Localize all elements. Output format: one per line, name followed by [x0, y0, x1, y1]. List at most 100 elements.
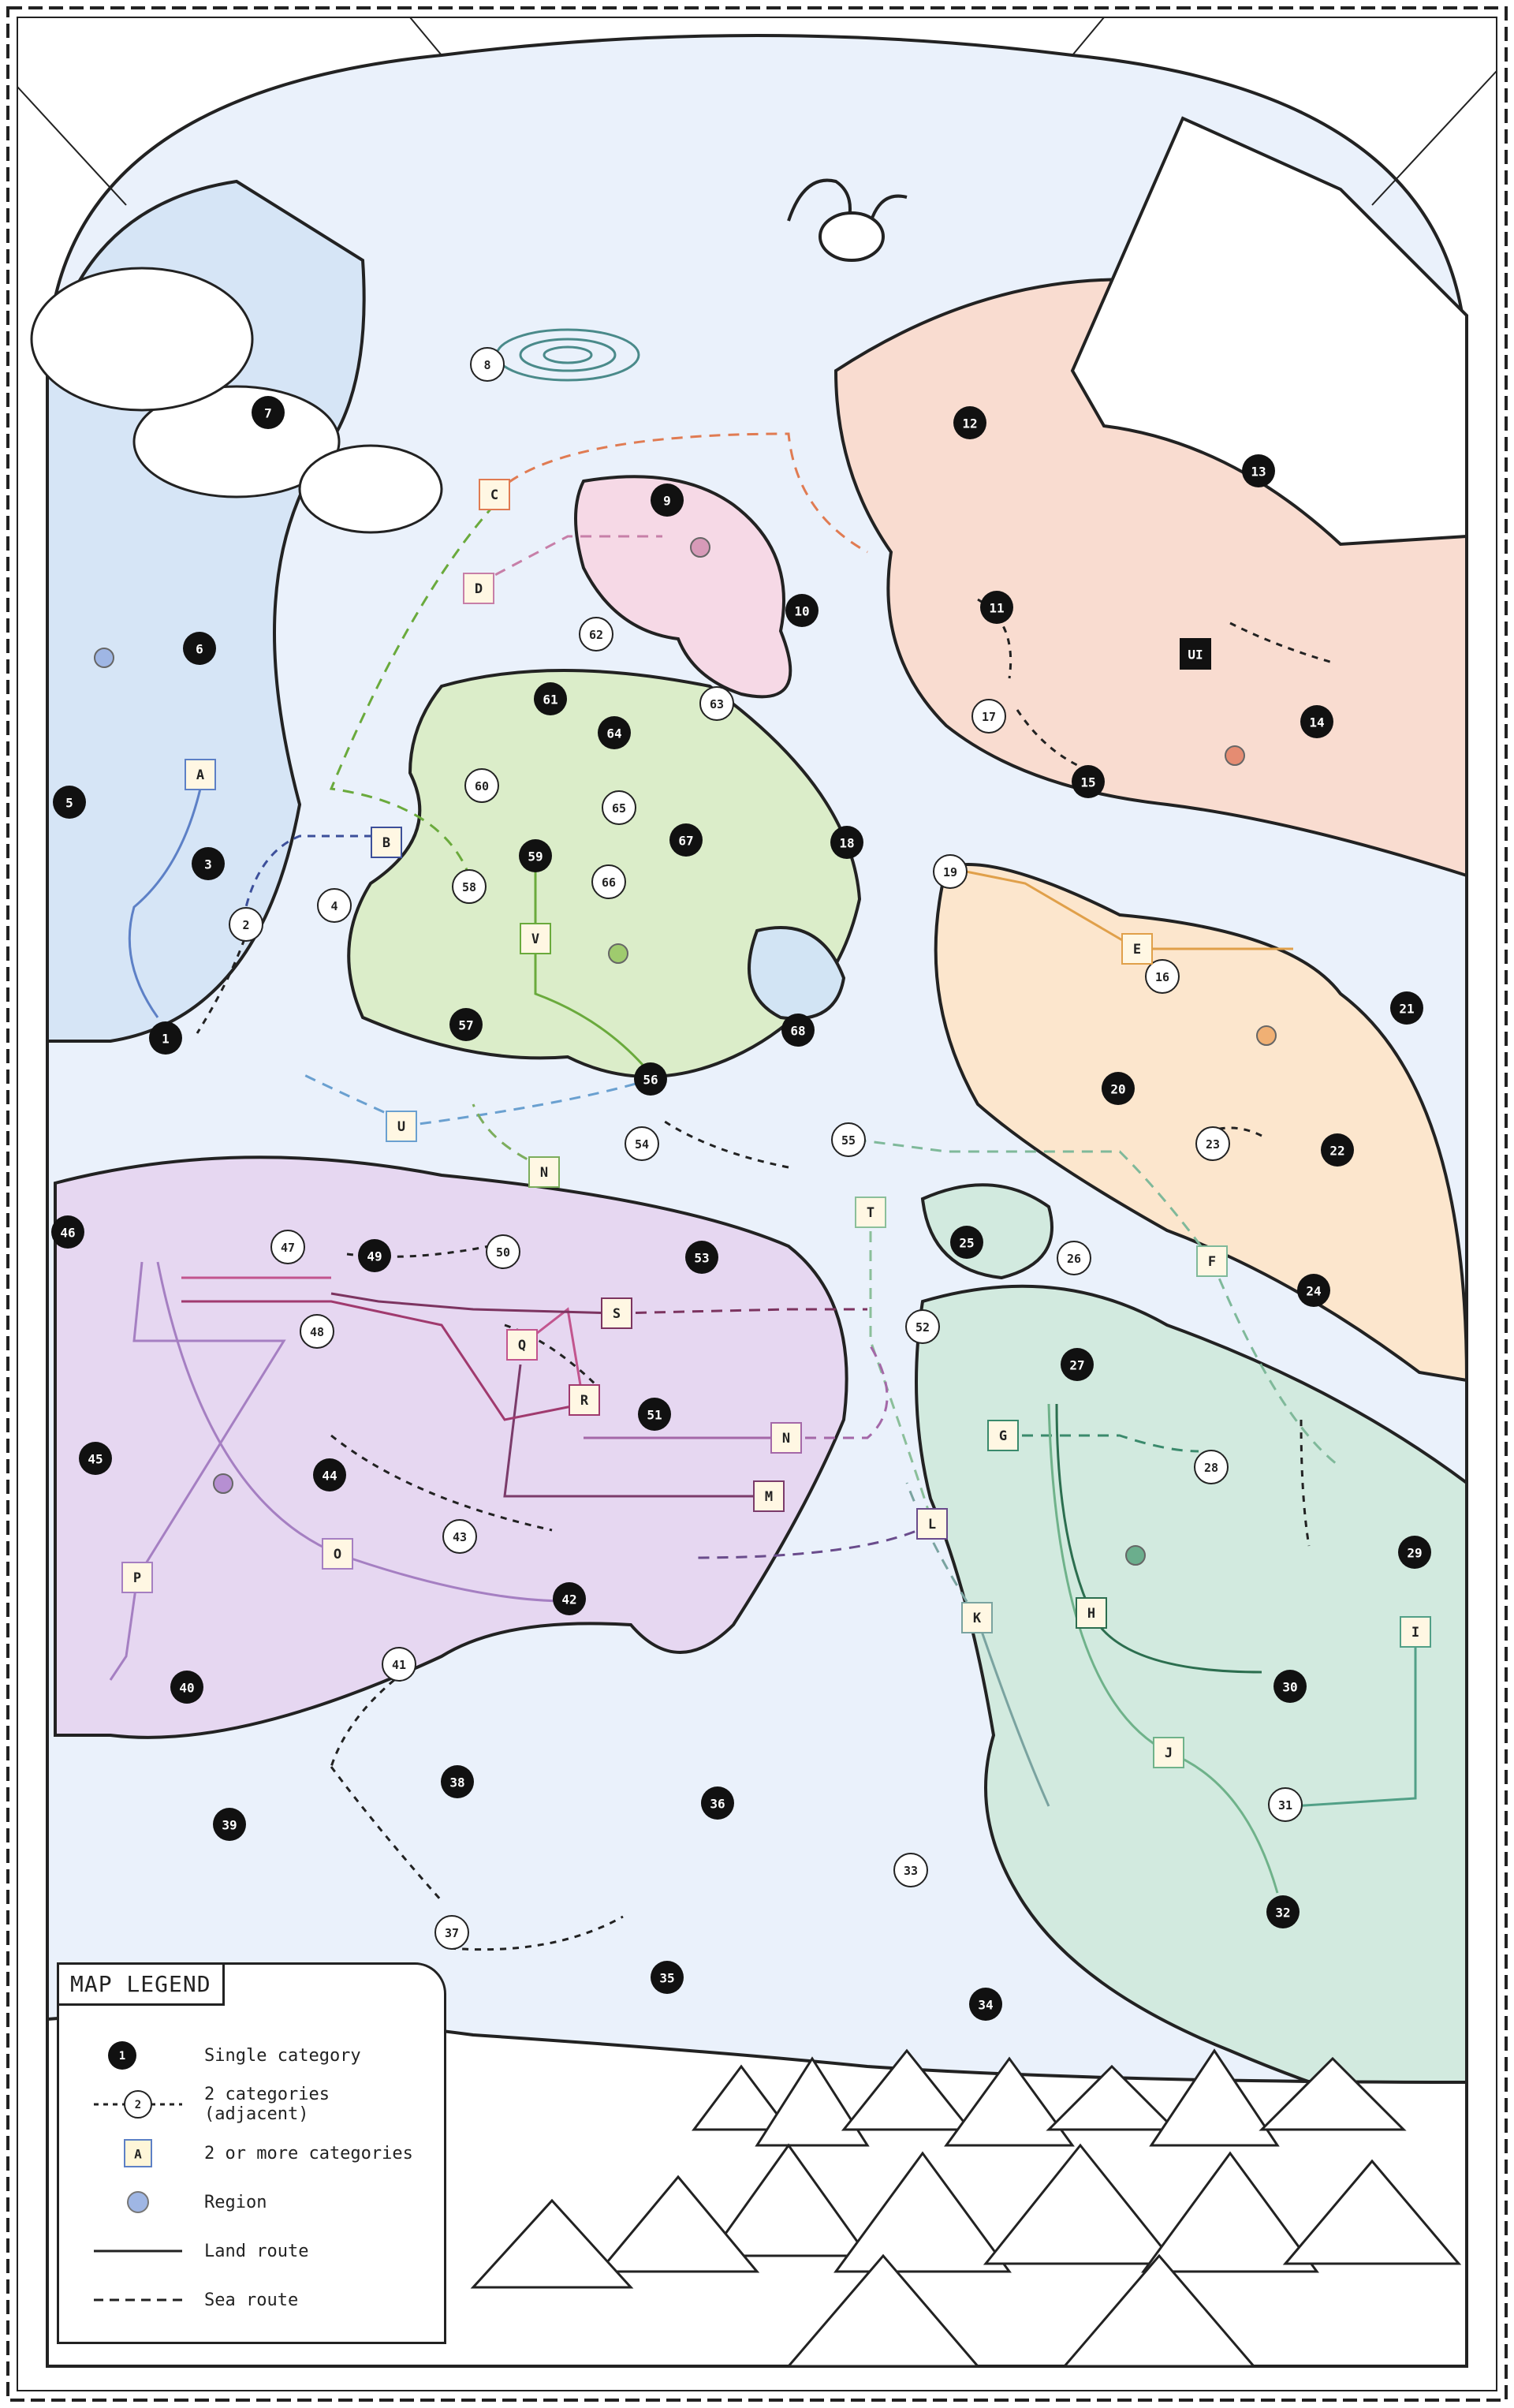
svg-text:39: 39	[222, 1818, 237, 1833]
svg-text:T: T	[867, 1205, 874, 1221]
legend-row-region: Region	[91, 2182, 267, 2222]
marker-multi-H: H	[1076, 1597, 1107, 1629]
svg-text:66: 66	[602, 875, 616, 890]
route-6	[945, 866, 1138, 950]
inner-frame	[17, 17, 1497, 2391]
marker-double-58: 58	[452, 869, 487, 904]
marker-double-19: 19	[933, 854, 968, 889]
marker-multi-M: M	[753, 1480, 785, 1512]
svg-text:47: 47	[281, 1241, 295, 1255]
svg-text:17: 17	[982, 710, 996, 724]
marker-multi-U: U	[386, 1111, 417, 1142]
marker-single-42: 42	[553, 1582, 586, 1615]
route-10	[401, 1079, 647, 1128]
route-4	[478, 535, 662, 585]
route-27	[337, 1552, 569, 1603]
svg-text:23: 23	[1206, 1137, 1220, 1152]
marker-single-35: 35	[651, 1961, 684, 1994]
marker-multi-I: I	[1400, 1616, 1431, 1648]
marker-double-55: 55	[831, 1122, 866, 1157]
legend-row-land-route: Land route	[91, 2231, 308, 2271]
svg-text:32: 32	[1275, 1906, 1290, 1921]
svg-text:18: 18	[839, 836, 854, 851]
svg-text:L: L	[928, 1517, 936, 1533]
svg-text:68: 68	[790, 1024, 805, 1039]
svg-text:N: N	[540, 1165, 548, 1181]
svg-text:22: 22	[1329, 1144, 1344, 1159]
marker-double-43: 43	[442, 1519, 477, 1554]
marker-single-1: 1	[149, 1021, 182, 1055]
route-22	[905, 1482, 979, 1618]
marker-single-59: 59	[519, 839, 552, 872]
marker-single-30: 30	[1273, 1670, 1307, 1703]
svg-text:51: 51	[647, 1408, 662, 1423]
marker-multi-L: L	[916, 1508, 948, 1540]
marker-double-50: 50	[486, 1234, 520, 1269]
svg-text:R: R	[580, 1393, 589, 1409]
route-23	[693, 1522, 933, 1559]
svg-text:54: 54	[635, 1137, 649, 1152]
svg-text:67: 67	[678, 834, 693, 849]
svg-text:29: 29	[1407, 1546, 1422, 1561]
route-24	[503, 1364, 769, 1498]
marker-double-62: 62	[579, 617, 613, 651]
region-north-isle	[574, 475, 792, 699]
marker-double-33: 33	[893, 1853, 928, 1887]
marker-ui: UI	[1180, 638, 1211, 670]
marker-single-21: 21	[1390, 991, 1423, 1025]
svg-text:57: 57	[458, 1018, 473, 1033]
legend-sample-multi: A	[134, 2147, 142, 2162]
marker-multi-B: B	[371, 827, 402, 858]
marker-single-56: 56	[634, 1062, 667, 1096]
svg-text:11: 11	[989, 601, 1004, 616]
marker-double-65: 65	[602, 790, 636, 825]
marker-multi-F: F	[1196, 1245, 1228, 1277]
svg-text:26: 26	[1067, 1252, 1081, 1266]
marker-single-68: 68	[781, 1014, 815, 1047]
marker-double-52: 52	[905, 1309, 940, 1344]
marker-double-54: 54	[625, 1126, 659, 1161]
legend-row-sea-route: Sea route	[91, 2280, 298, 2320]
legend-row-multi: A 2 or more categories	[91, 2134, 413, 2173]
legend-sample-single: 1	[119, 2050, 125, 2063]
svg-text:5: 5	[65, 796, 73, 811]
marker-multi-V: V	[520, 923, 551, 954]
svg-text:31: 31	[1278, 1798, 1292, 1813]
svg-text:25: 25	[959, 1236, 974, 1251]
marker-double-63: 63	[699, 686, 734, 721]
marker-single-25: 25	[950, 1226, 983, 1259]
region-dot-6	[1125, 1545, 1146, 1566]
marker-double-31: 31	[1268, 1787, 1303, 1822]
marker-multi-P: P	[121, 1562, 153, 1593]
marker-single-7: 7	[252, 396, 285, 429]
region-dot-5	[608, 943, 628, 964]
marker-single-46: 46	[51, 1215, 84, 1249]
route-19	[1047, 1403, 1169, 1754]
svg-text:34: 34	[978, 1998, 993, 2013]
marker-single-9: 9	[651, 483, 684, 517]
svg-text:U: U	[397, 1119, 405, 1135]
marker-single-20: 20	[1102, 1072, 1135, 1105]
marker-double-17: 17	[971, 699, 1006, 734]
svg-text:24: 24	[1306, 1284, 1321, 1299]
marker-single-15: 15	[1072, 765, 1105, 798]
marker-double-60: 60	[464, 768, 499, 803]
marker-double-37: 37	[434, 1915, 469, 1950]
svg-text:42: 42	[561, 1592, 576, 1607]
svg-text:O: O	[334, 1547, 341, 1562]
svg-text:40: 40	[179, 1681, 194, 1696]
marker-single-22: 22	[1321, 1133, 1354, 1167]
marker-single-18: 18	[830, 826, 863, 859]
marker-double-41: 41	[382, 1647, 416, 1682]
marker-multi-K: K	[961, 1602, 993, 1633]
svg-text:2: 2	[242, 918, 249, 932]
marker-single-27: 27	[1061, 1348, 1094, 1381]
svg-text:65: 65	[612, 801, 626, 816]
svg-text:19: 19	[943, 865, 957, 879]
svg-text:A: A	[196, 767, 204, 783]
clouds	[30, 267, 443, 534]
marker-single-57: 57	[449, 1008, 483, 1041]
svg-text:35: 35	[659, 1971, 674, 1986]
svg-text:48: 48	[310, 1325, 324, 1339]
svg-text:12: 12	[962, 416, 977, 431]
